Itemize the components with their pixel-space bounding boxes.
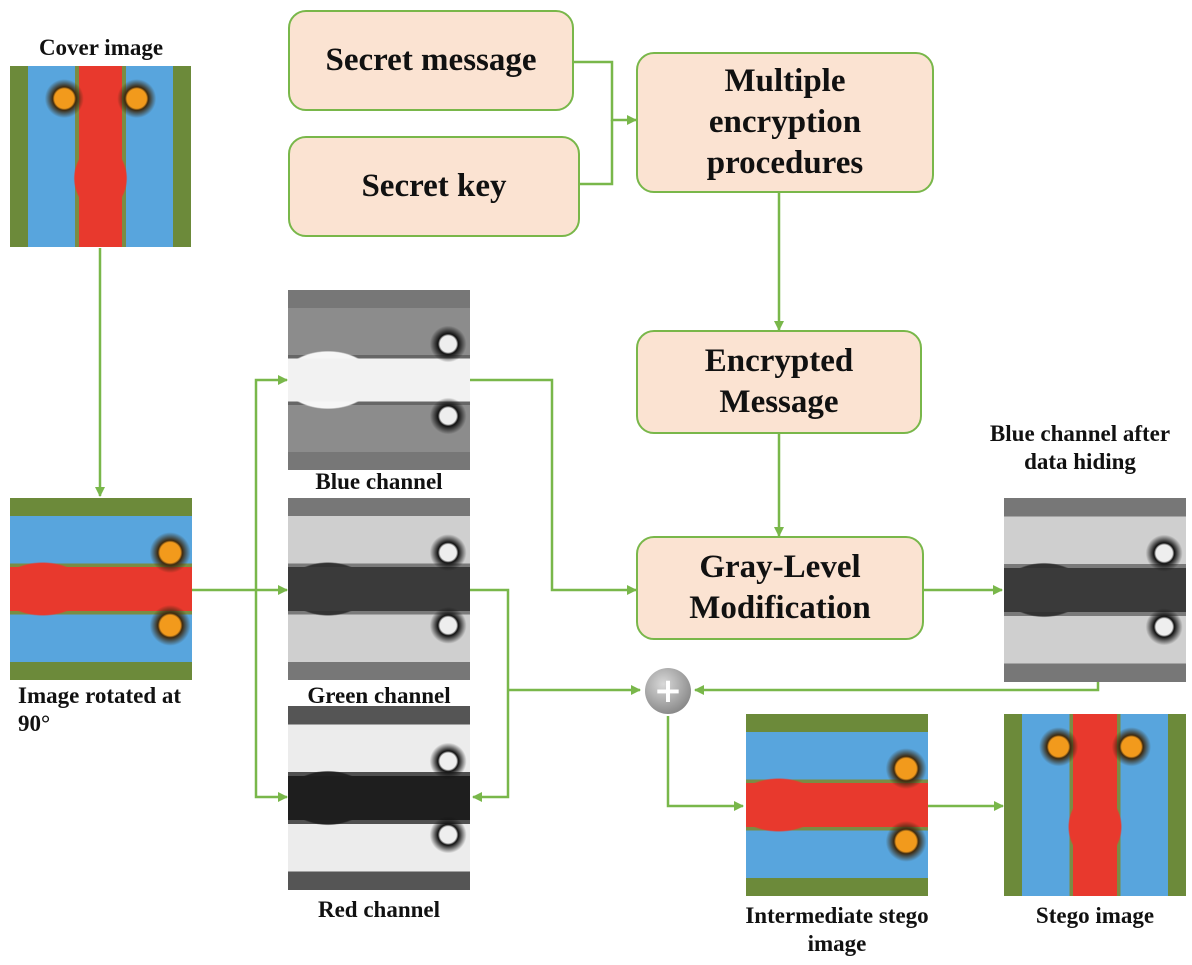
arrow-green-to-red bbox=[470, 588, 510, 802]
rotated-image-label: Image rotated at 90° bbox=[18, 683, 182, 736]
blue-channel-label: Blue channel bbox=[315, 469, 443, 494]
arrow-plus-to-intermediate bbox=[666, 716, 744, 811]
green-channel-image bbox=[288, 498, 470, 680]
arrow-blue-hidden-to-plus bbox=[694, 682, 1100, 695]
secret-key-text: Secret key bbox=[361, 168, 507, 204]
cover-image-label: Cover image bbox=[38, 35, 164, 60]
blue-channel-image bbox=[288, 290, 470, 470]
arrow-rotated-to-red bbox=[254, 590, 288, 802]
secret-message-box: Secret message bbox=[288, 10, 574, 111]
arrow-blue-to-graylevel bbox=[470, 378, 637, 595]
arrow-message-to-encryption bbox=[572, 60, 637, 125]
blue-after-hiding-label: Blue channel after data hiding bbox=[989, 421, 1171, 474]
encrypted-message-text: Encrypted Message bbox=[704, 343, 854, 420]
secret-message-text: Secret message bbox=[325, 42, 537, 78]
green-channel-label: Green channel bbox=[307, 683, 451, 708]
multiple-encryption-box: Multiple encryption procedures bbox=[636, 52, 934, 193]
stego-image-label: Stego image bbox=[1035, 903, 1155, 928]
cover-image bbox=[10, 66, 191, 247]
gray-level-modification-box: Gray-Level Modification bbox=[636, 536, 924, 640]
encrypted-message-box: Encrypted Message bbox=[636, 330, 922, 434]
secret-key-box: Secret key bbox=[288, 136, 580, 237]
arrow-key-to-encryption bbox=[578, 120, 614, 186]
multiple-encryption-text: Multiple encryption procedures bbox=[706, 63, 864, 181]
red-channel-label: Red channel bbox=[317, 897, 441, 922]
rotated-image bbox=[10, 498, 192, 680]
stego-image bbox=[1004, 714, 1186, 896]
red-channel-image bbox=[288, 706, 470, 890]
intermediate-stego-label: Intermediate stego image bbox=[745, 903, 929, 956]
intermediate-stego-image bbox=[746, 714, 928, 896]
arrow-rotated-to-blue bbox=[254, 375, 288, 590]
plus-icon: + bbox=[645, 668, 691, 714]
gray-level-modification-text: Gray-Level Modification bbox=[689, 549, 871, 626]
blue-after-hiding-image bbox=[1004, 498, 1186, 682]
